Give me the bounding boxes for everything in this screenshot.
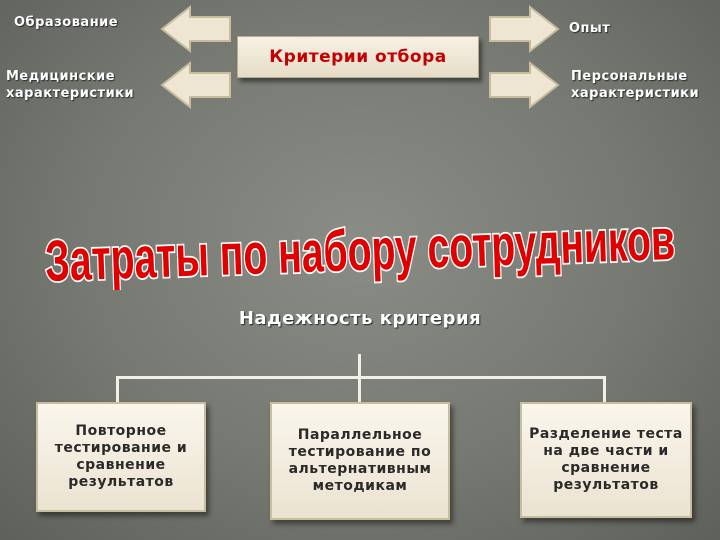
method-box-repeat-testing: Повторное тестирование и сравнение резул… <box>36 402 206 512</box>
left-arrow-top-icon <box>160 4 231 54</box>
right-arrow-top-icon <box>489 4 560 54</box>
label-experience: Опыт <box>569 21 611 36</box>
selection-criteria-box: Критерии отбора <box>237 36 479 78</box>
criterion-reliability-heading: Надежность критерия <box>238 308 482 329</box>
left-arrow-bottom-icon <box>160 60 231 110</box>
connector-horizontal <box>116 376 606 379</box>
label-education: Образование <box>14 15 119 30</box>
connector-left <box>116 376 119 402</box>
label-personal-characteristics: Персональные характеристики <box>571 69 700 101</box>
right-arrow-bottom-icon <box>489 60 560 110</box>
method-text-split-testing: Разделение теста на две части и сравнени… <box>529 426 683 493</box>
connector-right <box>603 376 606 402</box>
method-box-parallel-testing: Параллельное тестирование по альтернатив… <box>270 402 450 520</box>
connector-middle <box>358 376 361 402</box>
headline-text: Затраты по набору сотрудников <box>44 207 676 290</box>
connector-vertical-root <box>358 354 361 378</box>
headline-wordart: Затраты по набору сотрудников <box>0 190 720 295</box>
method-text-repeat-testing: Повторное тестирование и сравнение резул… <box>54 423 188 490</box>
method-box-split-testing: Разделение теста на две части и сравнени… <box>520 402 692 518</box>
label-medical-characteristics: Медицинские характеристики <box>6 69 135 101</box>
method-text-parallel-testing: Параллельное тестирование по альтернатив… <box>288 427 432 494</box>
